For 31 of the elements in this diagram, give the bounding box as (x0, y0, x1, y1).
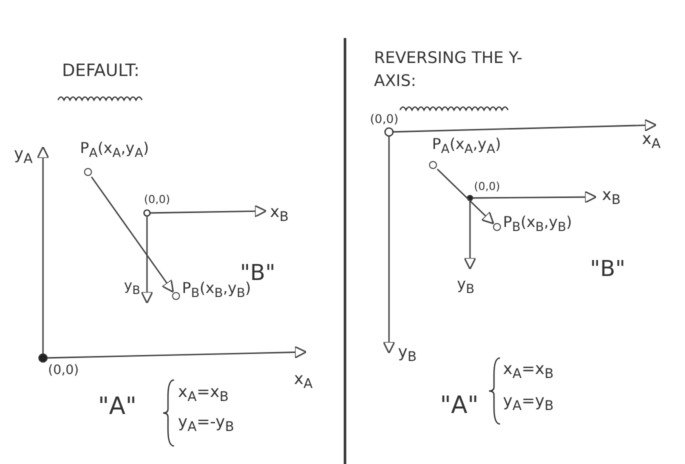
origin-label: (0,0) (144, 194, 170, 206)
point-label: P$_{B}$(x$_{B}$,y$_{B}$) (503, 214, 572, 234)
point-label: P$_{B}$(x$_{B}$,y$_{B}$) (182, 280, 252, 300)
point-marker (172, 292, 180, 300)
panel-heading: REVERSING THE Y-AXIS: (374, 47, 524, 92)
axis-label: x$_{B}$ (270, 203, 289, 226)
axis-label: x$_{A}$ (294, 370, 313, 393)
equation: y$_{A}$=y$_{B}$ (503, 392, 554, 415)
axis-label: y$_{B}$ (398, 343, 417, 366)
point-label: P$_{A}$(x$_{A}$,y$_{A}$) (432, 136, 501, 156)
equation: x$_{A}$=x$_{B}$ (178, 383, 229, 406)
axis-label: y$_{B}$ (457, 276, 474, 296)
point-marker (429, 161, 437, 169)
arrow (90, 176, 174, 293)
point-label: P$_{A}$(x$_{A}$,y$_{A}$) (80, 140, 149, 160)
origin-label: (0,0) (474, 181, 500, 194)
axis-label: y$_{A}$ (14, 145, 33, 168)
axis-label: x$_{A}$ (642, 130, 661, 153)
point-marker (84, 168, 92, 176)
system-label: "B" (590, 258, 626, 282)
point-marker (493, 223, 501, 231)
axis-label: x$_{B}$ (602, 186, 621, 209)
system-label: "A" (98, 393, 136, 420)
origin-label: (0,0) (48, 364, 79, 378)
arrow (436, 168, 494, 224)
panel-heading: DEFAULT: (62, 62, 140, 81)
equation: x$_{A}$=x$_{B}$ (503, 360, 554, 383)
equation: y$_{A}$=-y$_{B}$ (178, 413, 234, 436)
axis-label: y$_{B}$ (124, 279, 140, 297)
origin-label: (0,0) (370, 113, 398, 126)
system-label: "A" (440, 392, 478, 418)
